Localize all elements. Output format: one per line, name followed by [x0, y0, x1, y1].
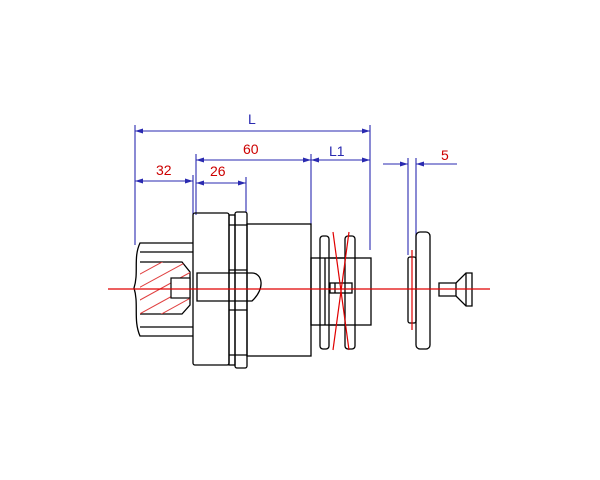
dimension-L1: [311, 157, 370, 163]
centerlines: [108, 231, 490, 351]
dimension-label-5: 5: [441, 147, 449, 163]
dimension-labels: L 32 60 26 L1 5: [156, 111, 449, 179]
section-hatch: [140, 262, 190, 314]
dimension-L: [134, 125, 371, 250]
collet-sleeve: [310, 235, 372, 350]
dimension-60: [195, 154, 312, 225]
dimension-lines: [134, 125, 457, 255]
dimension-label-32: 32: [156, 162, 172, 178]
dimension-5: [383, 158, 457, 255]
washer: [407, 231, 431, 350]
flange-body: [192, 211, 312, 369]
dimension-32: [135, 175, 194, 215]
section-line-b: [332, 231, 350, 351]
dimension-label-L: L: [248, 111, 256, 127]
dimension-label-60: 60: [243, 141, 259, 157]
dimension-26: [196, 177, 247, 212]
dimension-label-L1: L1: [329, 143, 345, 159]
shank-section: [133, 242, 193, 337]
dimension-label-26: 26: [210, 163, 226, 179]
shank-bore: [170, 277, 191, 299]
